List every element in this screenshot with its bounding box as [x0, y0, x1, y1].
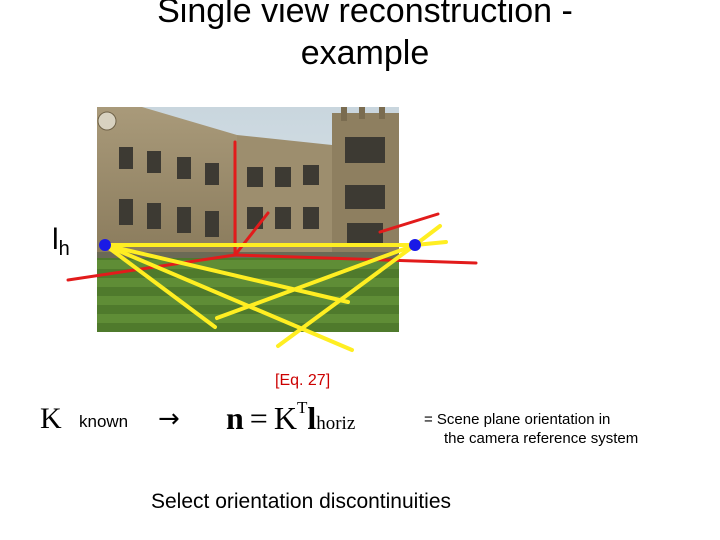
red-right-ground-line — [233, 253, 478, 265]
implies-arrow-icon: → — [158, 404, 180, 434]
description-line-2: the camera reference system — [444, 430, 639, 447]
known-label: known — [79, 412, 129, 431]
yellow-line-2 — [103, 243, 354, 352]
yellow-line-4 — [215, 243, 417, 320]
red-edge-line — [233, 211, 270, 257]
title-line-2: example — [300, 34, 430, 72]
horizon-subscript: h — [58, 238, 70, 260]
yellow-line-3 — [103, 243, 217, 329]
formula-transpose: T — [296, 398, 308, 417]
yellow-line-5 — [276, 243, 417, 348]
formula-equals: = — [249, 400, 268, 436]
formula-subscript: horiz — [316, 413, 356, 434]
vanishing-point-right — [409, 239, 421, 251]
courtyard-photo — [97, 107, 399, 332]
formula-k: K — [273, 400, 297, 436]
formula-l: l — [307, 400, 317, 436]
yellow-line-1 — [103, 243, 350, 304]
slide-title: Single view reconstruction - example — [100, 0, 630, 74]
normal-formula: n=KTlhoriz — [226, 398, 355, 437]
horizon-label: lh — [52, 223, 70, 260]
title-line-1: Single view reconstruction - — [157, 0, 573, 30]
formula-n: n — [226, 400, 244, 436]
red-right-tick — [378, 212, 440, 234]
vanishing-point-left — [99, 239, 111, 251]
k-symbol: K — [40, 402, 62, 435]
footer-text: Select orientation discontinuities — [151, 490, 452, 513]
formula-description: = Scene plane orientation in the camera … — [424, 410, 638, 448]
equation-reference: [Eq. 27] — [275, 372, 331, 389]
description-line-1: = Scene plane orientation in — [424, 411, 611, 428]
red-left-ground-line — [66, 253, 237, 282]
